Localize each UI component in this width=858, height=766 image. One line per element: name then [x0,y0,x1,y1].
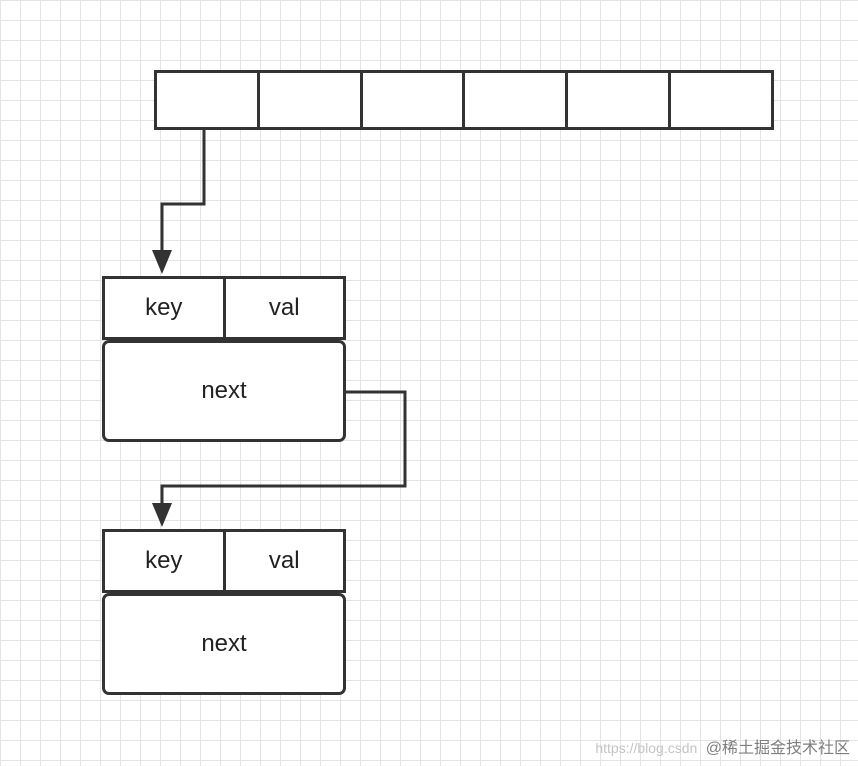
bucket-to-node-arrow [160,130,206,258]
val-field: val [222,276,346,340]
next-to-node-arrowhead [152,503,172,527]
key-val-row: key val [102,276,346,340]
bucket-cell [359,70,466,130]
watermark: https://blog.csdn @稀土掘金技术社区 [595,734,850,758]
key-val-row: key val [102,529,346,593]
val-field: val [222,529,346,593]
key-field: key [102,276,226,340]
linked-node-second: key val next [102,529,346,695]
key-field: key [102,529,226,593]
bucket-cell [565,70,672,130]
linked-node-first: key val next [102,276,346,442]
bucket-cell [462,70,569,130]
bucket-cell [154,70,260,130]
next-pointer-field: next [102,340,346,442]
bucket-to-node-arrowhead [152,250,172,274]
next-pointer-field: next [102,593,346,695]
bucket-cell [256,70,363,130]
bucket-array [154,70,774,130]
bucket-cell [668,70,774,130]
watermark-text: @稀土掘金技术社区 [705,740,850,757]
watermark-url: https://blog.csdn [595,740,698,756]
